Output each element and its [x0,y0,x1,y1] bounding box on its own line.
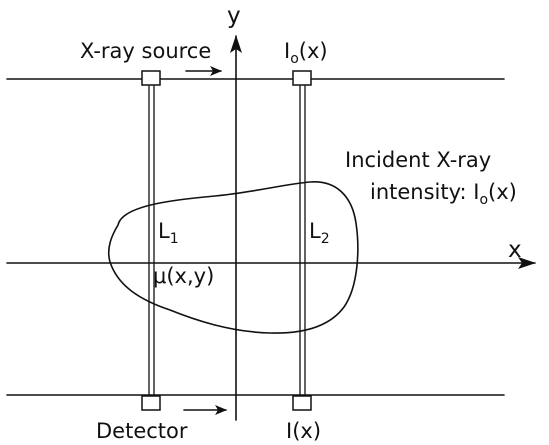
path-l1-sub: 1 [170,231,179,247]
incident-caption-line1: Incident X-ray [345,148,491,172]
path-l2-sub: 2 [321,231,330,247]
path-l1-main: L [158,219,170,243]
detector-box-left [141,395,161,411]
incident-caption-line2: intensity: Io(x) [370,180,517,208]
xray-source-label: X-ray source [80,39,211,63]
path-l2-label: L2 [309,219,330,247]
incident-source-main: I [284,39,290,63]
incident-source-box [292,70,312,86]
detector-box-right [292,395,312,411]
object-contour [107,181,359,334]
x-axis-label: x [508,237,522,263]
incident-caption-sub: o [479,192,488,208]
path-l1-label: L1 [158,219,179,247]
incident-source-arg: (x) [299,39,328,63]
incident-source-label: Io(x) [284,39,328,67]
path-l2-main: L [309,219,321,243]
incident-caption-arg: (x) [488,180,517,204]
attenuation-label: μ(x,y) [153,264,214,288]
detected-intensity-label: I(x) [286,419,321,443]
y-axis-label: y [227,3,241,29]
xray-source-box [141,70,161,86]
detector-label: Detector [96,419,188,443]
incident-source-sub: o [290,51,299,67]
incident-caption-prefix: intensity: I [370,180,479,204]
